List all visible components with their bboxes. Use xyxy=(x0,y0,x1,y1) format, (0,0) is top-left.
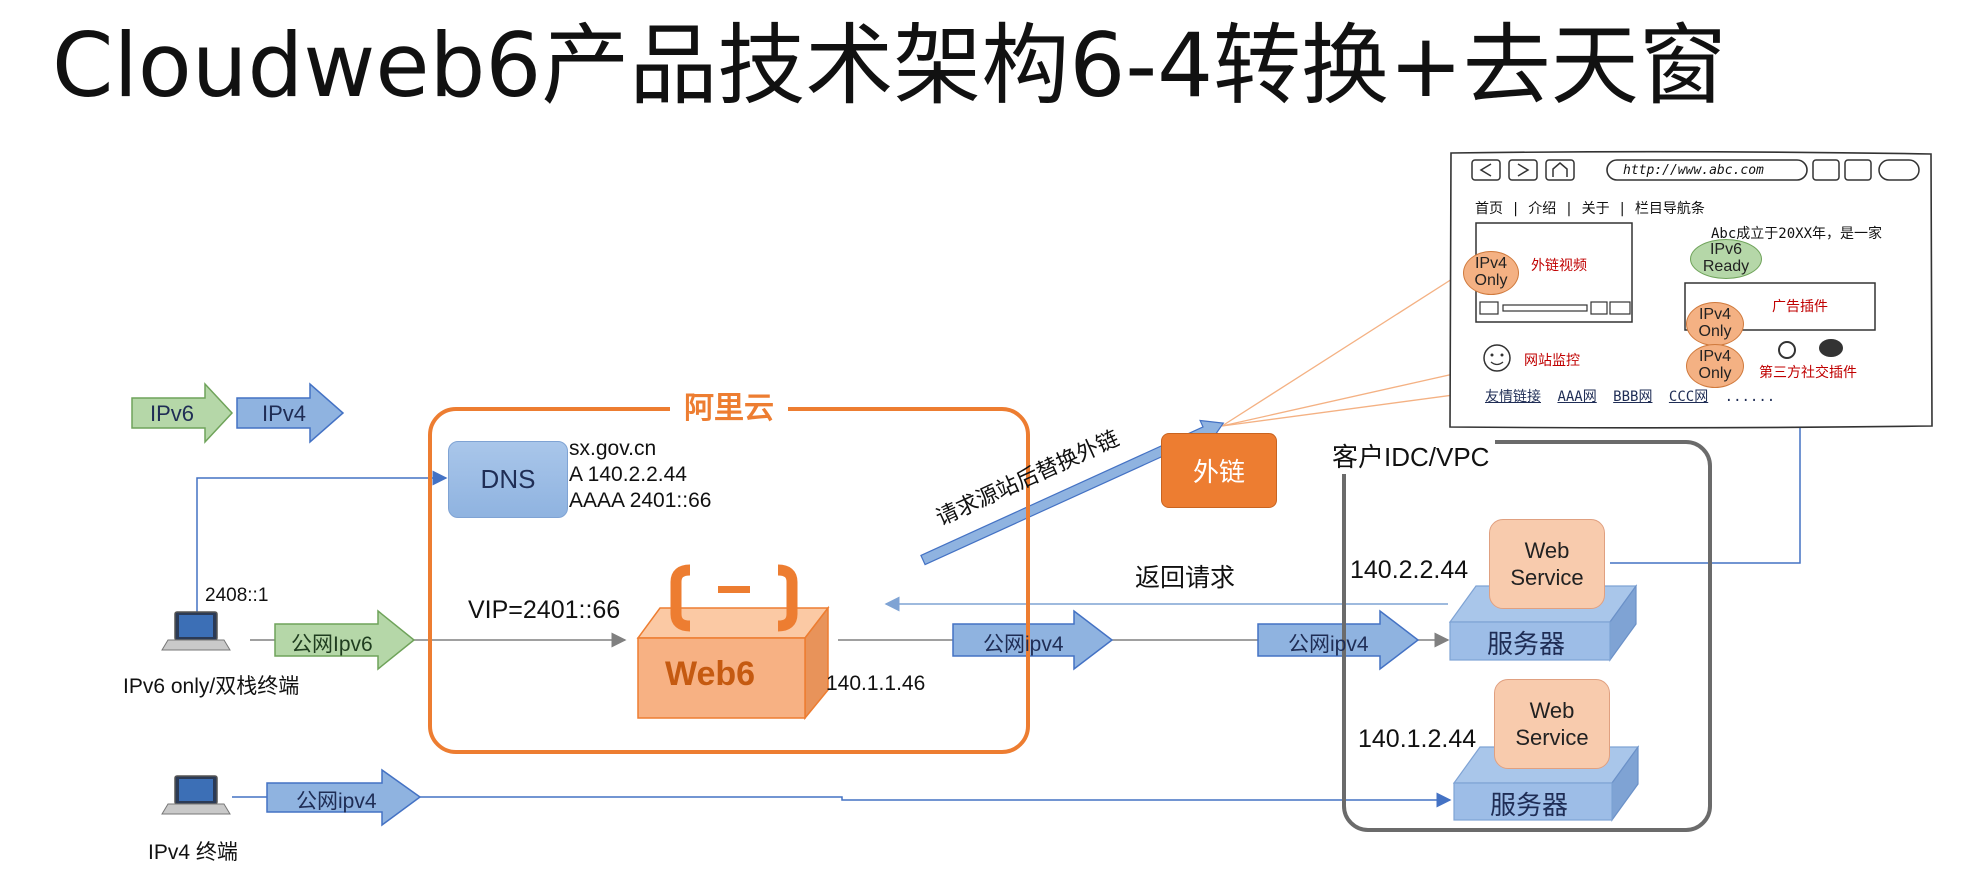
browser-link-4: ...... xyxy=(1724,389,1776,405)
laptop-icon-v6 xyxy=(161,611,231,651)
oval-ready-line1: IPv6 xyxy=(1709,241,1742,259)
web6-badge-right: 6 xyxy=(757,587,770,612)
public-ipv6-label: 公网Ipv6 xyxy=(291,633,373,656)
dns-record-domain: sx.gov.cn xyxy=(569,437,657,460)
oval-social-line2: Only xyxy=(1698,365,1732,382)
dns-box: DNS xyxy=(448,441,568,518)
oval-ad-line2: Only xyxy=(1698,323,1732,340)
web-service-1-line1: Web xyxy=(1524,537,1570,563)
browser-video-label: 外链视频 xyxy=(1531,258,1587,274)
public-ipv4-left-label: 公网ipv4 xyxy=(983,633,1064,656)
web6-badge xyxy=(670,564,798,632)
browser-mockup: http://www.abc.com 首页 | 介绍 | 关于 | 栏目导航条 … xyxy=(1447,150,1933,430)
legend-ipv6-arrow xyxy=(131,382,234,444)
legend-ipv6-label: IPv6 xyxy=(150,401,195,426)
web6-label: Web6 xyxy=(665,655,756,693)
server-1-ip: 140.2.2.44 xyxy=(1350,556,1469,584)
web-service-1-line2: Service xyxy=(1510,565,1584,590)
public-ipv4-arrow-right xyxy=(1257,609,1420,671)
server-2-label: 服务器 xyxy=(1490,790,1569,820)
public-ipv4-arrow-left xyxy=(952,609,1114,671)
dns-record-aaaa: AAAA 2401::66 xyxy=(569,489,712,512)
browser-ad-label: 广告插件 xyxy=(1772,299,1828,315)
dns-records: sx.gov.cn A 140.2.2.44 AAAA 2401::66 xyxy=(569,436,711,514)
web-service-2-line1: Web xyxy=(1529,697,1575,723)
idc-label: 客户IDC/VPC xyxy=(1326,437,1496,474)
browser-social-label: 第三方社交插件 xyxy=(1759,365,1857,381)
web-service-2-line2: Service xyxy=(1515,725,1589,750)
legend-ipv4-label: IPv4 xyxy=(262,401,307,426)
server-2-ip: 140.1.2.44 xyxy=(1358,725,1477,753)
browser-links: 友情链接 AAA网 BBB网 CCC网 ...... xyxy=(1485,386,1775,406)
dns-label: DNS xyxy=(480,464,536,494)
client-v6-addr: 2408::1 xyxy=(205,585,269,606)
public-ipv6-arrow xyxy=(274,609,416,671)
public-ipv4-arrow-v4client xyxy=(266,768,422,827)
line-v4-to-server xyxy=(232,792,1452,808)
browser-headline: Abc成立于20XX年，是一家 xyxy=(1711,226,1883,242)
replace-link-arrow xyxy=(920,419,1225,566)
public-ipv4-v4client-label: 公网ipv4 xyxy=(296,790,377,813)
aliyun-label: 阿里云 xyxy=(670,383,788,427)
dns-record-a: A 140.2.2.44 xyxy=(569,463,687,486)
oval-social-line1: IPv4 xyxy=(1698,348,1731,366)
web6-badge-left: 4 xyxy=(699,587,712,612)
external-link-label: 外链 xyxy=(1192,457,1245,487)
web6-cube xyxy=(636,605,830,721)
vip-label: VIP=2401::66 xyxy=(468,596,621,624)
return-label: 返回请求 xyxy=(1135,564,1236,592)
browser-link-3: CCC网 xyxy=(1668,389,1709,405)
browser-nav: 首页 | 介绍 | 关于 | 栏目导航条 xyxy=(1475,201,1705,217)
server-1-label: 服务器 xyxy=(1487,629,1566,659)
line-client-to-dns xyxy=(196,470,448,612)
oval-ready-line2: Ready xyxy=(1702,258,1750,275)
oval-ad-line1: IPv4 xyxy=(1698,306,1731,324)
external-link-box: 外链 xyxy=(1161,433,1277,508)
browser-link-2: BBB网 xyxy=(1613,389,1653,405)
page-title: Cloudweb6产品技术架构6-4转换+去天窗 xyxy=(52,14,1727,117)
client-v4-label: IPv4 终端 xyxy=(148,841,238,864)
idc-frame xyxy=(1342,440,1712,832)
line-ext-to-video xyxy=(1221,271,1465,427)
oval-video-line2: Only xyxy=(1474,272,1508,289)
browser-mockup-sketch xyxy=(1449,150,1933,429)
web6-ipv4-addr: 140.1.1.46 xyxy=(826,672,926,695)
laptop-icon-v4 xyxy=(161,775,231,815)
browser-link-1: AAA网 xyxy=(1557,389,1597,405)
browser-link-0: 友情链接 xyxy=(1485,389,1541,405)
public-ipv4-right-label: 公网ipv4 xyxy=(1288,633,1369,656)
client-v6-label: IPv6 only/双栈终端 xyxy=(123,675,300,698)
browser-url: http://www.abc.com xyxy=(1623,163,1764,178)
browser-monitor-label: 网站监控 xyxy=(1524,353,1580,369)
oval-video-line1: IPv4 xyxy=(1474,255,1507,273)
legend-ipv4-arrow xyxy=(236,382,345,444)
